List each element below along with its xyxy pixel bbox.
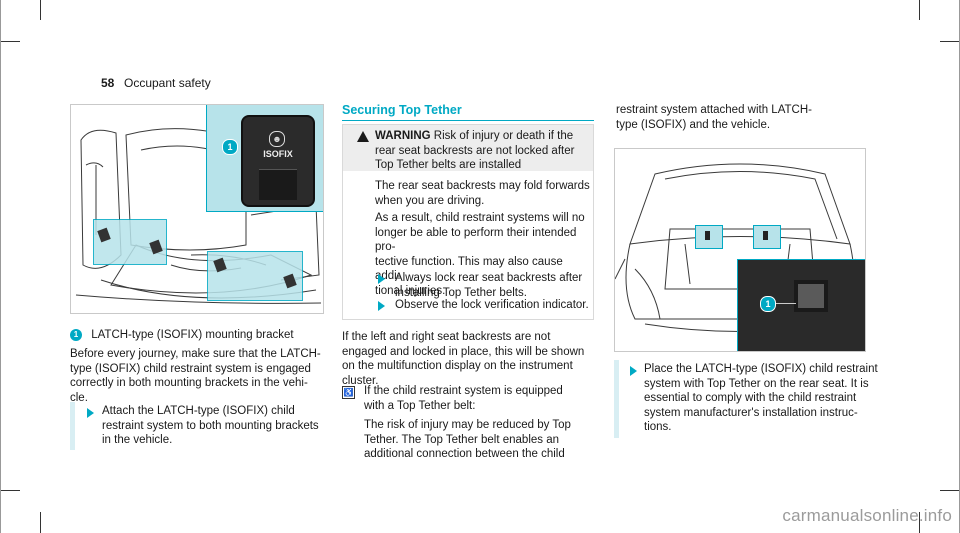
crop-mark bbox=[40, 512, 41, 533]
isofix-seat-figure: ☻ ISOFIX 1 bbox=[70, 104, 324, 314]
warning-step-1: Always lock rear seat backrests after in… bbox=[395, 272, 583, 299]
warning-triangle-icon bbox=[357, 131, 369, 142]
figure-callout-1: 1 bbox=[222, 139, 238, 155]
crop-mark bbox=[0, 41, 20, 42]
figure-legend: 1 LATCH-type (ISOFIX) mounting bracket bbox=[70, 328, 330, 343]
note-body: The risk of injury may be reduced by Top… bbox=[364, 419, 571, 460]
closeup-leader-line bbox=[776, 303, 796, 304]
warning-step-2: Observe the lock verification indicator. bbox=[395, 299, 589, 311]
intro-paragraph: Before every journey, make sure that the… bbox=[70, 348, 321, 404]
section-title: Occupant safety bbox=[124, 76, 211, 90]
warning-body-2: As a result, child restraint systems wil… bbox=[375, 212, 585, 297]
figure-callout-1: 1 bbox=[760, 296, 776, 312]
warning-body-1: The rear seat backrests may fold forward… bbox=[375, 180, 590, 207]
crop-mark bbox=[919, 512, 920, 533]
legend-callout-1: 1 bbox=[70, 329, 82, 341]
attach-step: Attach the LATCH-type (ISOFIX) child res… bbox=[102, 405, 319, 446]
crop-mark bbox=[940, 41, 960, 42]
section-heading: Securing Top Tether bbox=[342, 103, 462, 117]
child-seat-note-icon: ♿ bbox=[342, 386, 355, 399]
step-arrow-icon bbox=[87, 408, 94, 418]
step-bar bbox=[70, 402, 75, 450]
continuation-text: restraint system attached with LATCH- ty… bbox=[616, 104, 812, 131]
crop-mark bbox=[940, 490, 960, 491]
isofix-label: ISOFIX bbox=[263, 149, 293, 159]
tether-anchor-icon bbox=[763, 231, 768, 240]
place-step: Place the LATCH-type (ISOFIX) child rest… bbox=[644, 363, 878, 433]
heading-rule bbox=[342, 120, 594, 121]
isofix-bracket-closeup: ☻ ISOFIX bbox=[241, 115, 315, 207]
warning-header bbox=[343, 125, 593, 171]
step-arrow-icon bbox=[378, 274, 385, 284]
warning-title: WARNING Risk of injury or death if the r… bbox=[375, 130, 575, 171]
legend-text: LATCH-type (ISOFIX) mounting bracket bbox=[91, 329, 294, 341]
child-seat-icon: ☻ bbox=[269, 131, 285, 147]
crop-mark bbox=[919, 0, 920, 20]
step-bar bbox=[614, 360, 619, 438]
crop-frame-left bbox=[0, 0, 1, 533]
step-arrow-icon bbox=[378, 301, 385, 311]
trunk-figure: 1 bbox=[614, 148, 866, 352]
watermark: carmanualsonline.info bbox=[782, 506, 952, 525]
page-number: 58 bbox=[101, 76, 115, 90]
crop-mark bbox=[0, 490, 20, 491]
warning-label: WARNING bbox=[375, 130, 431, 142]
tether-anchor-icon bbox=[705, 231, 710, 240]
isofix-slot bbox=[259, 169, 297, 200]
anchor-loop-icon bbox=[794, 280, 828, 312]
step-arrow-icon bbox=[630, 366, 637, 376]
note-intro: If the child restraint system is equippe… bbox=[364, 385, 563, 412]
tether-closeup: 1 bbox=[737, 259, 865, 351]
crop-mark bbox=[40, 0, 41, 20]
warning-box: WARNING Risk of injury or death if the r… bbox=[342, 124, 594, 320]
after-paragraph: If the left and right seat backrests are… bbox=[342, 331, 585, 387]
